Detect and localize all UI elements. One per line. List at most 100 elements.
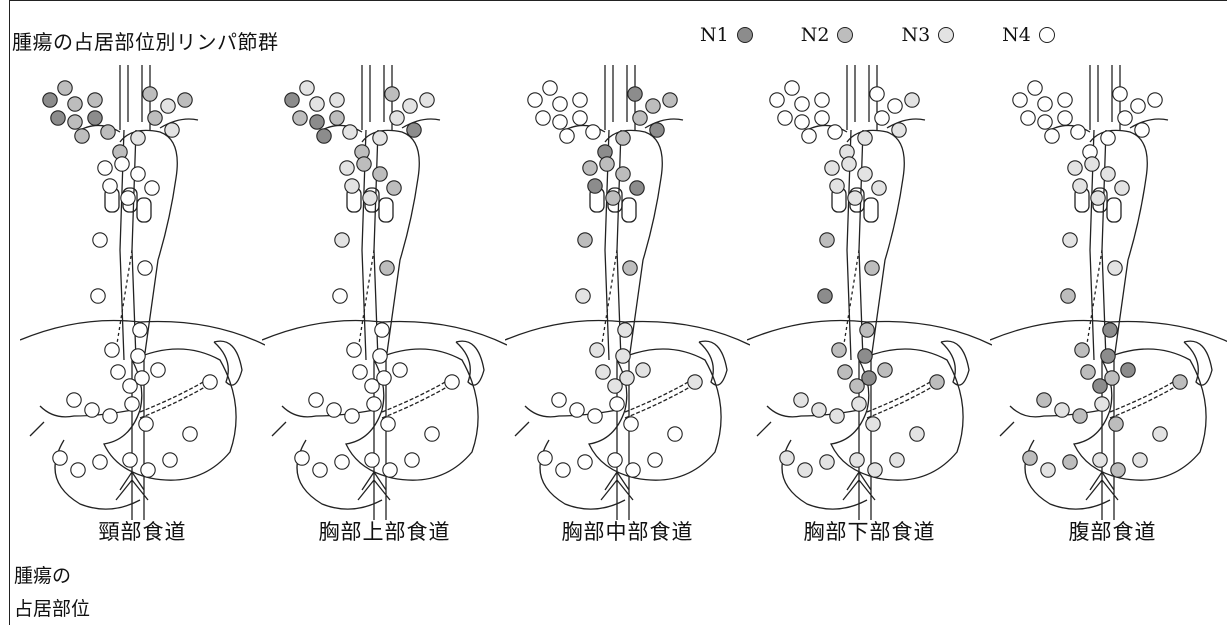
lymph-node (812, 403, 826, 417)
row-label-line2: 占居部位 (14, 594, 90, 621)
spleen (1184, 341, 1212, 385)
duodenum (540, 440, 625, 509)
lymph-node (381, 417, 395, 431)
legend-item-n3: N3 (901, 24, 954, 46)
hepatic-artery (1000, 406, 1102, 436)
lymph-node (405, 453, 419, 467)
lymph-node (333, 289, 347, 303)
hepatic-artery (515, 406, 617, 436)
lymph-node (818, 289, 832, 303)
lymph-node (624, 417, 638, 431)
lymph-node (445, 375, 459, 389)
lymph-node (380, 261, 394, 275)
lymph-node (340, 161, 354, 175)
lymph-node (852, 397, 866, 411)
lymph-node (313, 463, 327, 477)
caption-lower-thoracic: 胸部下部食道 (747, 516, 992, 546)
lymph-node (866, 417, 880, 431)
lymph-node (1109, 417, 1123, 431)
lymph-node (67, 393, 81, 407)
lymph-node (139, 417, 153, 431)
lymph-node (123, 453, 137, 467)
lymph-node (131, 167, 145, 181)
lymph-node (560, 129, 574, 143)
panel-middle-thoracic (505, 60, 750, 520)
splenic-artery (140, 378, 210, 418)
lymph-node (1105, 371, 1119, 385)
lymph-node (1101, 167, 1115, 181)
diagram-panels (0, 60, 1227, 520)
lymph-node (795, 115, 809, 129)
lymph-node (825, 161, 839, 175)
lymph-node (586, 125, 600, 139)
lymph-node (393, 363, 407, 377)
lymph-node (626, 463, 640, 477)
lymph-node (828, 125, 842, 139)
legend-label-n4: N4 (1002, 24, 1031, 46)
lymph-node (363, 191, 377, 205)
lymph-node (1058, 93, 1072, 107)
lymph-node (870, 87, 884, 101)
lymph-node (668, 427, 682, 441)
lymph-node (596, 365, 610, 379)
lymph-node (608, 453, 622, 467)
lymph-node (309, 393, 323, 407)
lymph-node (543, 81, 557, 95)
lymph-node (75, 129, 89, 143)
lymph-node (151, 363, 165, 377)
lymph-node (798, 463, 812, 477)
lymph-node (403, 99, 417, 113)
lymph-node (1131, 99, 1145, 113)
lymph-node (868, 463, 882, 477)
bronchus (622, 198, 636, 222)
lymph-node (570, 403, 584, 417)
lymph-node (848, 191, 862, 205)
splenic-artery (382, 378, 452, 418)
lymph-node (101, 125, 115, 139)
lymph-node (335, 455, 349, 469)
bronchus (864, 198, 878, 222)
dashed-guide (358, 250, 374, 350)
spleen (456, 341, 484, 385)
legend-item-n4: N4 (1002, 24, 1055, 46)
splenic-artery (1110, 378, 1180, 418)
dashed-guide (1086, 250, 1102, 350)
lymph-node (285, 93, 299, 107)
lymph-node (616, 167, 630, 181)
lymph-node (1037, 393, 1051, 407)
lymph-node (820, 455, 834, 469)
dashed-guide (843, 250, 859, 350)
lymph-node (125, 397, 139, 411)
lymph-node (133, 323, 147, 337)
lymph-node (528, 93, 542, 107)
lymph-node (910, 427, 924, 441)
lymph-node (862, 371, 876, 385)
lymph-node (538, 451, 552, 465)
lymph-node (802, 129, 816, 143)
legend-swatch-n1 (737, 27, 753, 43)
legend-label-n2: N2 (801, 24, 830, 46)
lymph-node (1093, 453, 1107, 467)
lymph-node (590, 343, 604, 357)
lymph-node (1055, 403, 1069, 417)
lymph-node (1108, 261, 1122, 275)
lymph-node (88, 111, 102, 125)
lymph-node (872, 181, 886, 195)
lymph-node (770, 93, 784, 107)
caption-middle-thoracic: 胸部中部食道 (505, 516, 750, 546)
lymph-node (633, 111, 647, 125)
lymph-node (1038, 115, 1052, 129)
lymph-node (578, 233, 592, 247)
lymph-node (1045, 129, 1059, 143)
lymph-node (858, 131, 872, 145)
lymph-node (98, 161, 112, 175)
dashed-guide (116, 250, 132, 350)
lymph-node (892, 123, 906, 137)
lymph-node (778, 111, 792, 125)
figure-title: 腫瘍の占居部位別リンパ節群 (12, 26, 279, 55)
lymph-node (850, 453, 864, 467)
lymph-node (1115, 181, 1129, 195)
lymph-node (1111, 463, 1125, 477)
spleen (699, 341, 727, 385)
lymph-node (105, 343, 119, 357)
